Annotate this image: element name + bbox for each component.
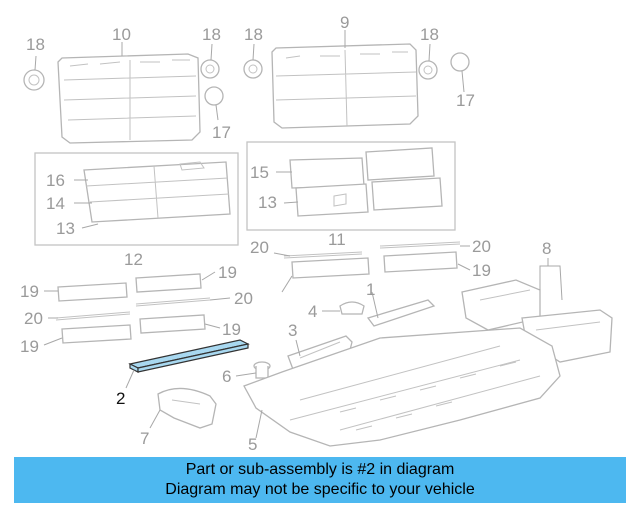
group-box-11 [246, 141, 456, 231]
part-7-shield [157, 387, 217, 429]
callout-13: 13 [258, 193, 277, 212]
part-10-mat [57, 53, 201, 144]
banner-line-1: Part or sub-assembly is #2 in diagram [185, 461, 455, 478]
callout-7: 7 [140, 429, 149, 448]
callout-17: 17 [212, 123, 231, 142]
callout-16: 16 [46, 171, 65, 190]
callout-18: 18 [26, 35, 45, 54]
callout-18: 18 [244, 25, 263, 44]
callout-14: 14 [46, 194, 65, 213]
callout-13: 13 [56, 219, 75, 238]
callout-20: 20 [24, 309, 43, 328]
callout-11: 11 [328, 230, 346, 249]
callout-19: 19 [222, 320, 241, 339]
callout-2: 2 [116, 389, 125, 408]
banner-line-2: Diagram may not be specific to your vehi… [165, 481, 475, 498]
callout-4: 4 [308, 302, 317, 321]
callout-20: 20 [234, 289, 253, 308]
part-9-mat [271, 43, 419, 129]
part-2-sill-plate-highlight [128, 339, 250, 373]
callout-20: 20 [250, 238, 269, 257]
parts-15-13-mats [289, 147, 443, 217]
leader-lines [34, 30, 563, 439]
part-6-plug [253, 361, 271, 379]
callout-19: 19 [218, 263, 237, 282]
callout-12: 12 [124, 250, 143, 269]
callout-3: 3 [288, 321, 297, 340]
callout-1: 1 [366, 280, 375, 299]
callout-15: 15 [250, 163, 269, 182]
callout-17: 17 [456, 91, 475, 110]
callout-18: 18 [202, 25, 221, 44]
parts-16-14-13-mats [83, 161, 231, 223]
callout-20: 20 [472, 237, 491, 256]
part-5-floor-pan [243, 327, 561, 447]
callout-8: 8 [542, 239, 551, 258]
callout-18: 18 [420, 25, 439, 44]
part-4-clip [339, 301, 365, 315]
group-box-12 [34, 152, 239, 246]
part-1-bracket [366, 299, 436, 327]
callout-9: 9 [340, 13, 349, 32]
callout-10: 10 [112, 25, 131, 44]
info-banner: Part or sub-assembly is #2 in diagram Di… [14, 457, 626, 503]
callout-5: 5 [248, 435, 257, 454]
callout-19: 19 [20, 282, 39, 301]
trim-strips-19-20 [55, 241, 461, 344]
parts-diagram: 18 10 18 17 18 9 18 17 16 14 13 12 15 13… [20, 13, 613, 454]
callout-6: 6 [222, 367, 231, 386]
ring-17-icon [204, 52, 470, 106]
callout-labels: 18 10 18 17 18 9 18 17 16 14 13 12 15 13… [20, 13, 551, 454]
callout-19: 19 [20, 337, 39, 356]
callout-19: 19 [472, 261, 491, 280]
